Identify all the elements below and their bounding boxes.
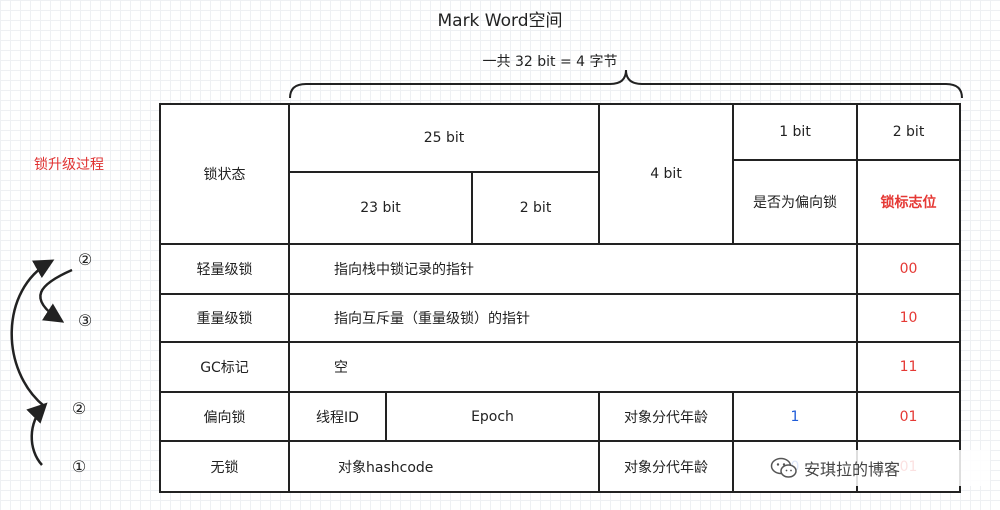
row-biased-age: 对象分代年龄 [598, 391, 734, 442]
step-lower: ② [71, 399, 87, 418]
header-biased-question: 是否为偏向锁 [732, 159, 858, 245]
row-heavy-flag: 10 [856, 293, 961, 343]
row-biased-thread-id: 线程ID [288, 391, 387, 442]
row-nolock-age: 对象分代年龄 [598, 440, 734, 493]
arrow-1-to-2 [26, 402, 48, 466]
header-4bit: 4 bit [598, 103, 734, 245]
step-mid: ③ [77, 311, 93, 330]
arrow-2-to-3 [39, 268, 73, 323]
mark-word-table: 锁状态 25 bit 23 bit 2 bit 4 bit 1 bit 是否为偏… [159, 103, 961, 493]
upgrade-process-label: 锁升级过程 [34, 157, 104, 173]
arrow-2-to-2 [10, 259, 55, 407]
header-2bit-b: 2 bit [856, 103, 961, 161]
row-biased-epoch: Epoch [385, 391, 600, 442]
step-bottom: ① [71, 457, 87, 476]
header-2bit-a: 2 bit [471, 171, 600, 245]
step-top: ② [77, 250, 93, 269]
total-bits-brace [289, 69, 963, 99]
row-gc-state: GC标记 [159, 341, 290, 393]
upgrade-arrows [10, 259, 73, 466]
page-title: Mark Word空间 [437, 11, 563, 31]
header-25bit: 25 bit [288, 103, 600, 173]
row-heavy-state: 重量级锁 [159, 293, 290, 343]
row-heavy-content: 指向互斥量（重量级锁）的指针 [288, 293, 858, 343]
row-biased-state: 偏向锁 [159, 391, 290, 442]
row-biased-bit: 1 [732, 391, 858, 442]
row-nolock-state: 无锁 [159, 440, 290, 493]
total-bits-label: 一共 32 bit = 4 字节 [482, 54, 618, 70]
wechat-icon [770, 457, 797, 478]
row-gc-flag: 11 [856, 341, 961, 393]
header-lock-flag: 锁标志位 [856, 159, 961, 245]
watermark: 安琪拉的博客 [770, 450, 990, 486]
row-light-content: 指向栈中锁记录的指针 [288, 243, 858, 295]
header-lock-state: 锁状态 [159, 103, 290, 245]
header-1bit: 1 bit [732, 103, 858, 161]
watermark-text: 安琪拉的博客 [804, 460, 901, 479]
header-23bit: 23 bit [288, 171, 473, 245]
row-nolock-hashcode: 对象hashcode [288, 440, 600, 493]
row-biased-flag: 01 [856, 391, 961, 442]
row-gc-content: 空 [288, 341, 858, 393]
row-light-flag: 00 [856, 243, 961, 295]
row-light-state: 轻量级锁 [159, 243, 290, 295]
